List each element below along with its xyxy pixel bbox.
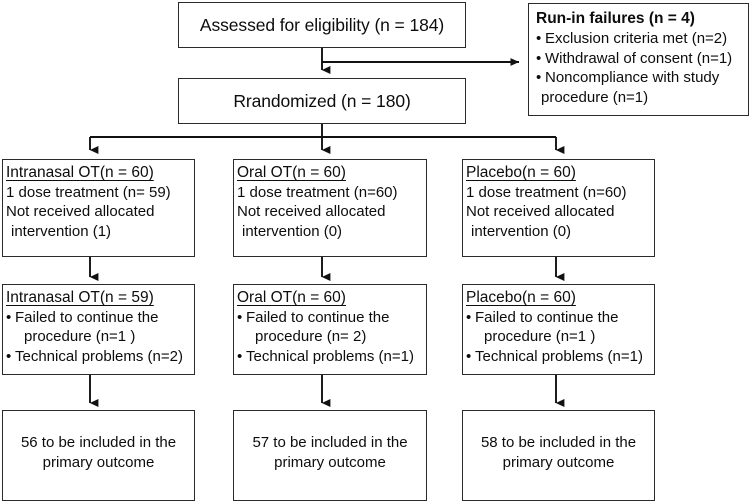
followup-header-1: Oral OT(n = 60) — [237, 289, 346, 306]
followup-item-0-0: Failed to continue the — [6, 308, 194, 328]
analysis-line1-2: 58 to be included in the — [480, 434, 637, 451]
analysis-line2-2: primary outcome — [502, 453, 615, 471]
run-in-item-2: Noncompliance with study — [536, 68, 748, 88]
allocation-line-1-1: Not received allocated — [237, 203, 386, 221]
assessed-label: Assessed for eligibility (n = 184) — [199, 14, 445, 35]
allocation-header-2: Placebo(n = 60) — [466, 164, 576, 181]
followup-item-2-2: Technical problems (n=1) — [466, 347, 654, 367]
box-allocation-intranasal: Intranasal OT(n = 60) 1 dose treatment (… — [2, 159, 195, 257]
analysis-line2-1: primary outcome — [274, 453, 386, 471]
followup-item-1-0: Failed to continue the — [237, 308, 426, 328]
analysis-text-0: 56 to be included in the primary outcome — [3, 411, 194, 473]
followup-header-0: Intranasal OT(n = 59) — [6, 289, 154, 306]
allocation-line-1-2: intervention (0) — [242, 222, 343, 240]
box-followup-oral: Oral OT(n = 60) Failed to continue the p… — [233, 284, 427, 375]
box-followup-placebo: Placebo(n = 60) Failed to continue the p… — [462, 284, 655, 375]
analysis-line1-0: 56 to be included in the — [20, 434, 177, 451]
analysis-line2-0: primary outcome — [42, 453, 155, 471]
allocation-line-2-1: Not received allocated — [466, 203, 615, 221]
followup-item-2-0: Failed to continue the — [466, 308, 654, 328]
allocation-header-1: Oral OT(n = 60) — [237, 164, 346, 181]
followup-item-0-2: Technical problems (n=2) — [6, 347, 194, 367]
box-analysis-oral: 57 to be included in the primary outcome — [233, 410, 427, 501]
allocation-line-0-2: intervention (1) — [11, 222, 112, 240]
box-run-in-failures: Run-in failures (n = 4) Exclusion criter… — [528, 3, 749, 116]
box-followup-intranasal: Intranasal OT(n = 59) Failed to continue… — [2, 284, 195, 375]
box-analysis-placebo: 58 to be included in the primary outcome — [462, 410, 655, 501]
box-randomized: Rrandomized (n = 180) — [178, 78, 466, 124]
box-analysis-intranasal: 56 to be included in the primary outcome — [2, 410, 195, 501]
allocation-line-2-0: 1 dose treatment (n=60) — [466, 183, 627, 201]
analysis-line1-1: 57 to be included in the — [252, 434, 408, 451]
analysis-text-1: 57 to be included in the primary outcome — [234, 411, 426, 473]
allocation-line-2-2: intervention (0) — [471, 222, 572, 240]
run-in-item-1: Withdrawal of consent (n=1) — [536, 49, 748, 69]
analysis-text-2: 58 to be included in the primary outcome — [463, 411, 654, 473]
followup-item-0-1: procedure (n=1 ) — [24, 328, 136, 346]
allocation-header-0: Intranasal OT(n = 60) — [6, 164, 154, 181]
box-allocation-oral: Oral OT(n = 60) 1 dose treatment (n=60) … — [233, 159, 427, 257]
followup-item-2-1: procedure (n=1 ) — [484, 328, 596, 346]
allocation-line-1-0: 1 dose treatment (n=60) — [237, 183, 398, 201]
run-in-item-3: procedure (n=1) — [541, 88, 649, 106]
box-assessed-for-eligibility: Assessed for eligibility (n = 184) — [178, 2, 466, 48]
allocation-line-0-0: 1 dose treatment (n= 59) — [6, 183, 171, 201]
followup-header-2: Placebo(n = 60) — [466, 289, 576, 306]
run-in-item-0: Exclusion criteria met (n=2) — [536, 29, 748, 49]
run-in-title: Run-in failures (n = 4) — [536, 10, 695, 27]
randomized-label: Rrandomized (n = 180) — [233, 90, 411, 111]
followup-item-1-2: Technical problems (n=1) — [237, 347, 426, 367]
followup-item-1-1: procedure (n= 2) — [255, 328, 367, 346]
allocation-line-0-1: Not received allocated — [6, 203, 155, 221]
box-allocation-placebo: Placebo(n = 60) 1 dose treatment (n=60) … — [462, 159, 655, 257]
